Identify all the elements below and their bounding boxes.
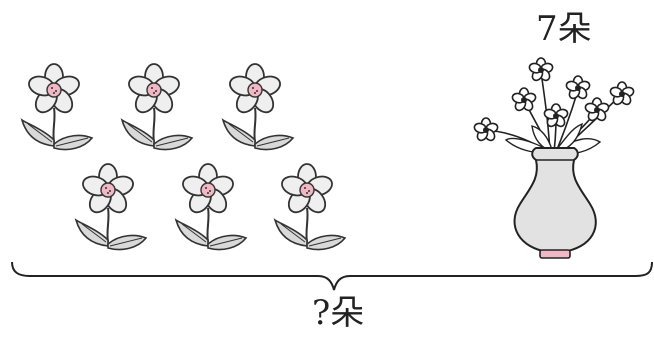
loose-flower-2 bbox=[121, 63, 193, 151]
loose-flower-5 bbox=[175, 163, 247, 251]
loose-flower-6 bbox=[274, 163, 346, 251]
loose-flower-1 bbox=[21, 63, 93, 151]
vase-flower-6 bbox=[472, 117, 500, 144]
loose-flower-3 bbox=[222, 63, 294, 151]
vase-count-label: 7朵 bbox=[536, 9, 592, 49]
vase-flower-4 bbox=[583, 97, 611, 124]
total-count-label: ?朵 bbox=[312, 293, 365, 333]
vase-bouquet bbox=[472, 57, 636, 259]
vase-flower-3 bbox=[564, 75, 592, 102]
total-brace bbox=[11, 261, 653, 291]
loose-flower-4 bbox=[75, 163, 147, 251]
vase-flower-2 bbox=[510, 87, 538, 114]
vase-body bbox=[513, 147, 597, 253]
vase-base bbox=[539, 249, 571, 259]
vase-flower-1 bbox=[527, 57, 555, 84]
